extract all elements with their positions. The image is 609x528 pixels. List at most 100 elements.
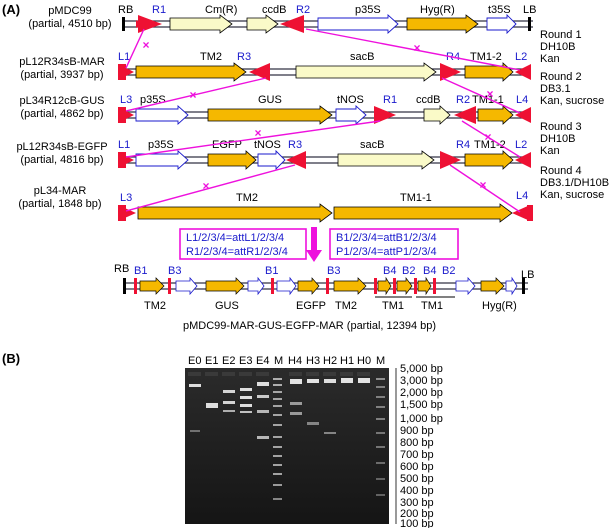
round-selection: Kan, sucrose <box>540 189 604 201</box>
gene-label: p35S <box>355 4 381 16</box>
gene-label: tNOS <box>254 139 281 151</box>
gene-label: TM2 <box>144 300 166 312</box>
att-site-l1 <box>118 152 126 168</box>
panel-a-label: (A) <box>2 2 20 17</box>
gene-label: GUS <box>215 300 239 312</box>
round-strain: DB3.1 <box>540 83 571 95</box>
att-label: R4 <box>456 139 470 151</box>
legend-line: L1/2/3/4=attL1/2/3/4 <box>186 232 284 244</box>
gene-label: TM2 <box>236 192 258 204</box>
hyg-gene-arrow <box>406 14 479 34</box>
attb-site <box>134 278 137 294</box>
lb-border <box>522 278 525 294</box>
gene-label: sacB <box>350 51 374 63</box>
att-label: L3 <box>120 192 132 204</box>
gene-label: TM1-2 <box>470 51 502 63</box>
svg-text:×: × <box>479 178 486 192</box>
gene-label: EGFP <box>296 300 326 312</box>
tm1-arrow <box>396 276 413 296</box>
ladder-label: 3,000 bp <box>400 375 443 387</box>
construct-labels: pMDC99 (partial, 4510 bp) pL12R34sB-MAR … <box>16 5 111 210</box>
lb-border <box>528 17 531 31</box>
construct-size: (partial, 3937 bp) <box>20 69 103 81</box>
ladder-label: 5,000 bp <box>400 363 443 375</box>
egfp-arrow <box>297 277 320 295</box>
round-title: Round 4 <box>540 165 582 177</box>
construct-size: (partial, 1848 bp) <box>18 198 101 210</box>
attb-label: B1 <box>134 265 147 277</box>
tm1-1-arrow <box>477 105 514 125</box>
lane-label: E3 <box>239 355 252 367</box>
gene-label: TM1 <box>421 300 443 312</box>
att-site-r3 <box>249 63 270 81</box>
construct-size: (partial, 4816 bp) <box>20 154 103 166</box>
gene-label: Cm(R) <box>205 4 237 16</box>
tm2-arrow <box>135 62 247 82</box>
att-label: L4 <box>516 190 528 202</box>
down-arrow-icon <box>306 227 322 262</box>
gene-label: TM1 <box>382 300 404 312</box>
attb-site <box>271 278 274 294</box>
p35s-arrow <box>135 104 189 126</box>
final-construct-map: RB LB B1 B3 B1 B3 B4 B2 B4 B2 <box>114 263 534 332</box>
att-label: R3 <box>237 51 251 63</box>
tm1-2-arrow <box>464 150 514 170</box>
promoter-arrow <box>276 276 297 296</box>
attb-site <box>168 278 171 294</box>
gene-label: Hyg(R) <box>420 4 455 16</box>
svg-text:×: × <box>202 179 209 193</box>
svg-text:×: × <box>413 41 420 55</box>
sacb-arrow <box>337 150 435 170</box>
tm2-arrow <box>333 277 367 295</box>
panel-b-label: (B) <box>2 351 20 366</box>
p35s-arrow <box>317 13 399 35</box>
att-site-l2 <box>515 64 531 80</box>
attb-label: B2 <box>402 265 415 277</box>
att-label: L2 <box>515 51 527 63</box>
round-strain: DB3.1/DH10B <box>540 177 609 189</box>
gene-label: p35S <box>148 139 174 151</box>
att-site-l2 <box>515 152 531 168</box>
construct-size: (partial, 4862 bp) <box>20 108 103 120</box>
ladder-label: 500 bp <box>400 473 434 485</box>
rb-border <box>123 278 126 294</box>
gene-label: GUS <box>258 94 282 106</box>
att-site-l4 <box>515 107 531 123</box>
tm1-arrow <box>417 276 432 296</box>
hyg-arrow <box>480 277 505 295</box>
lb-label: LB <box>521 269 534 281</box>
ladder-label: 200 bp <box>400 508 434 520</box>
round-selection: Kan <box>540 53 560 65</box>
p35s-arrow <box>455 276 476 296</box>
pl34-mar-map: L3 TM2 TM1-1 L4 <box>118 190 533 223</box>
tm1-1-arrow <box>333 203 513 223</box>
p35s-arrow <box>135 149 189 171</box>
t35s-arrow <box>486 13 517 35</box>
gene-label: TM1-2 <box>474 139 506 151</box>
ladder-label: 700 bp <box>400 449 434 461</box>
att-site-r4 <box>440 151 461 169</box>
legend-box-right <box>329 228 459 260</box>
attb-label: B3 <box>168 265 181 277</box>
lane-label: H4 <box>288 355 302 367</box>
ladder-label: 600 bp <box>400 461 434 473</box>
att-site-l3 <box>118 205 126 221</box>
att-site-r1 <box>374 106 396 124</box>
ladder-label: 1,000 bp <box>400 413 443 425</box>
construct-name: pL34R12cB-GUS <box>20 95 105 107</box>
round-selection: Kan <box>540 145 560 157</box>
pmdc99-map: RB LB R1 Cm(R) ccdB R2 p35S Hyg(R) t35S <box>118 4 536 35</box>
tnos-arrow <box>335 104 367 126</box>
ladder-label: 1,500 bp <box>400 399 443 411</box>
attb-site <box>326 278 329 294</box>
ladder-label: 100 bp <box>400 518 434 528</box>
lane-label: E2 <box>222 355 235 367</box>
att-label: L4 <box>516 94 528 106</box>
legend-line: R1/2/3/4=attR1/2/3/4 <box>186 246 288 258</box>
attb-label: B2 <box>442 265 455 277</box>
gus-arrow <box>207 105 333 125</box>
legend-line: P1/2/3/4=attP1/2/3/4 <box>336 246 437 258</box>
ladder-label: 2,000 bp <box>400 387 443 399</box>
legend-line: B1/2/3/4=attB1/2/3/4 <box>336 232 437 244</box>
